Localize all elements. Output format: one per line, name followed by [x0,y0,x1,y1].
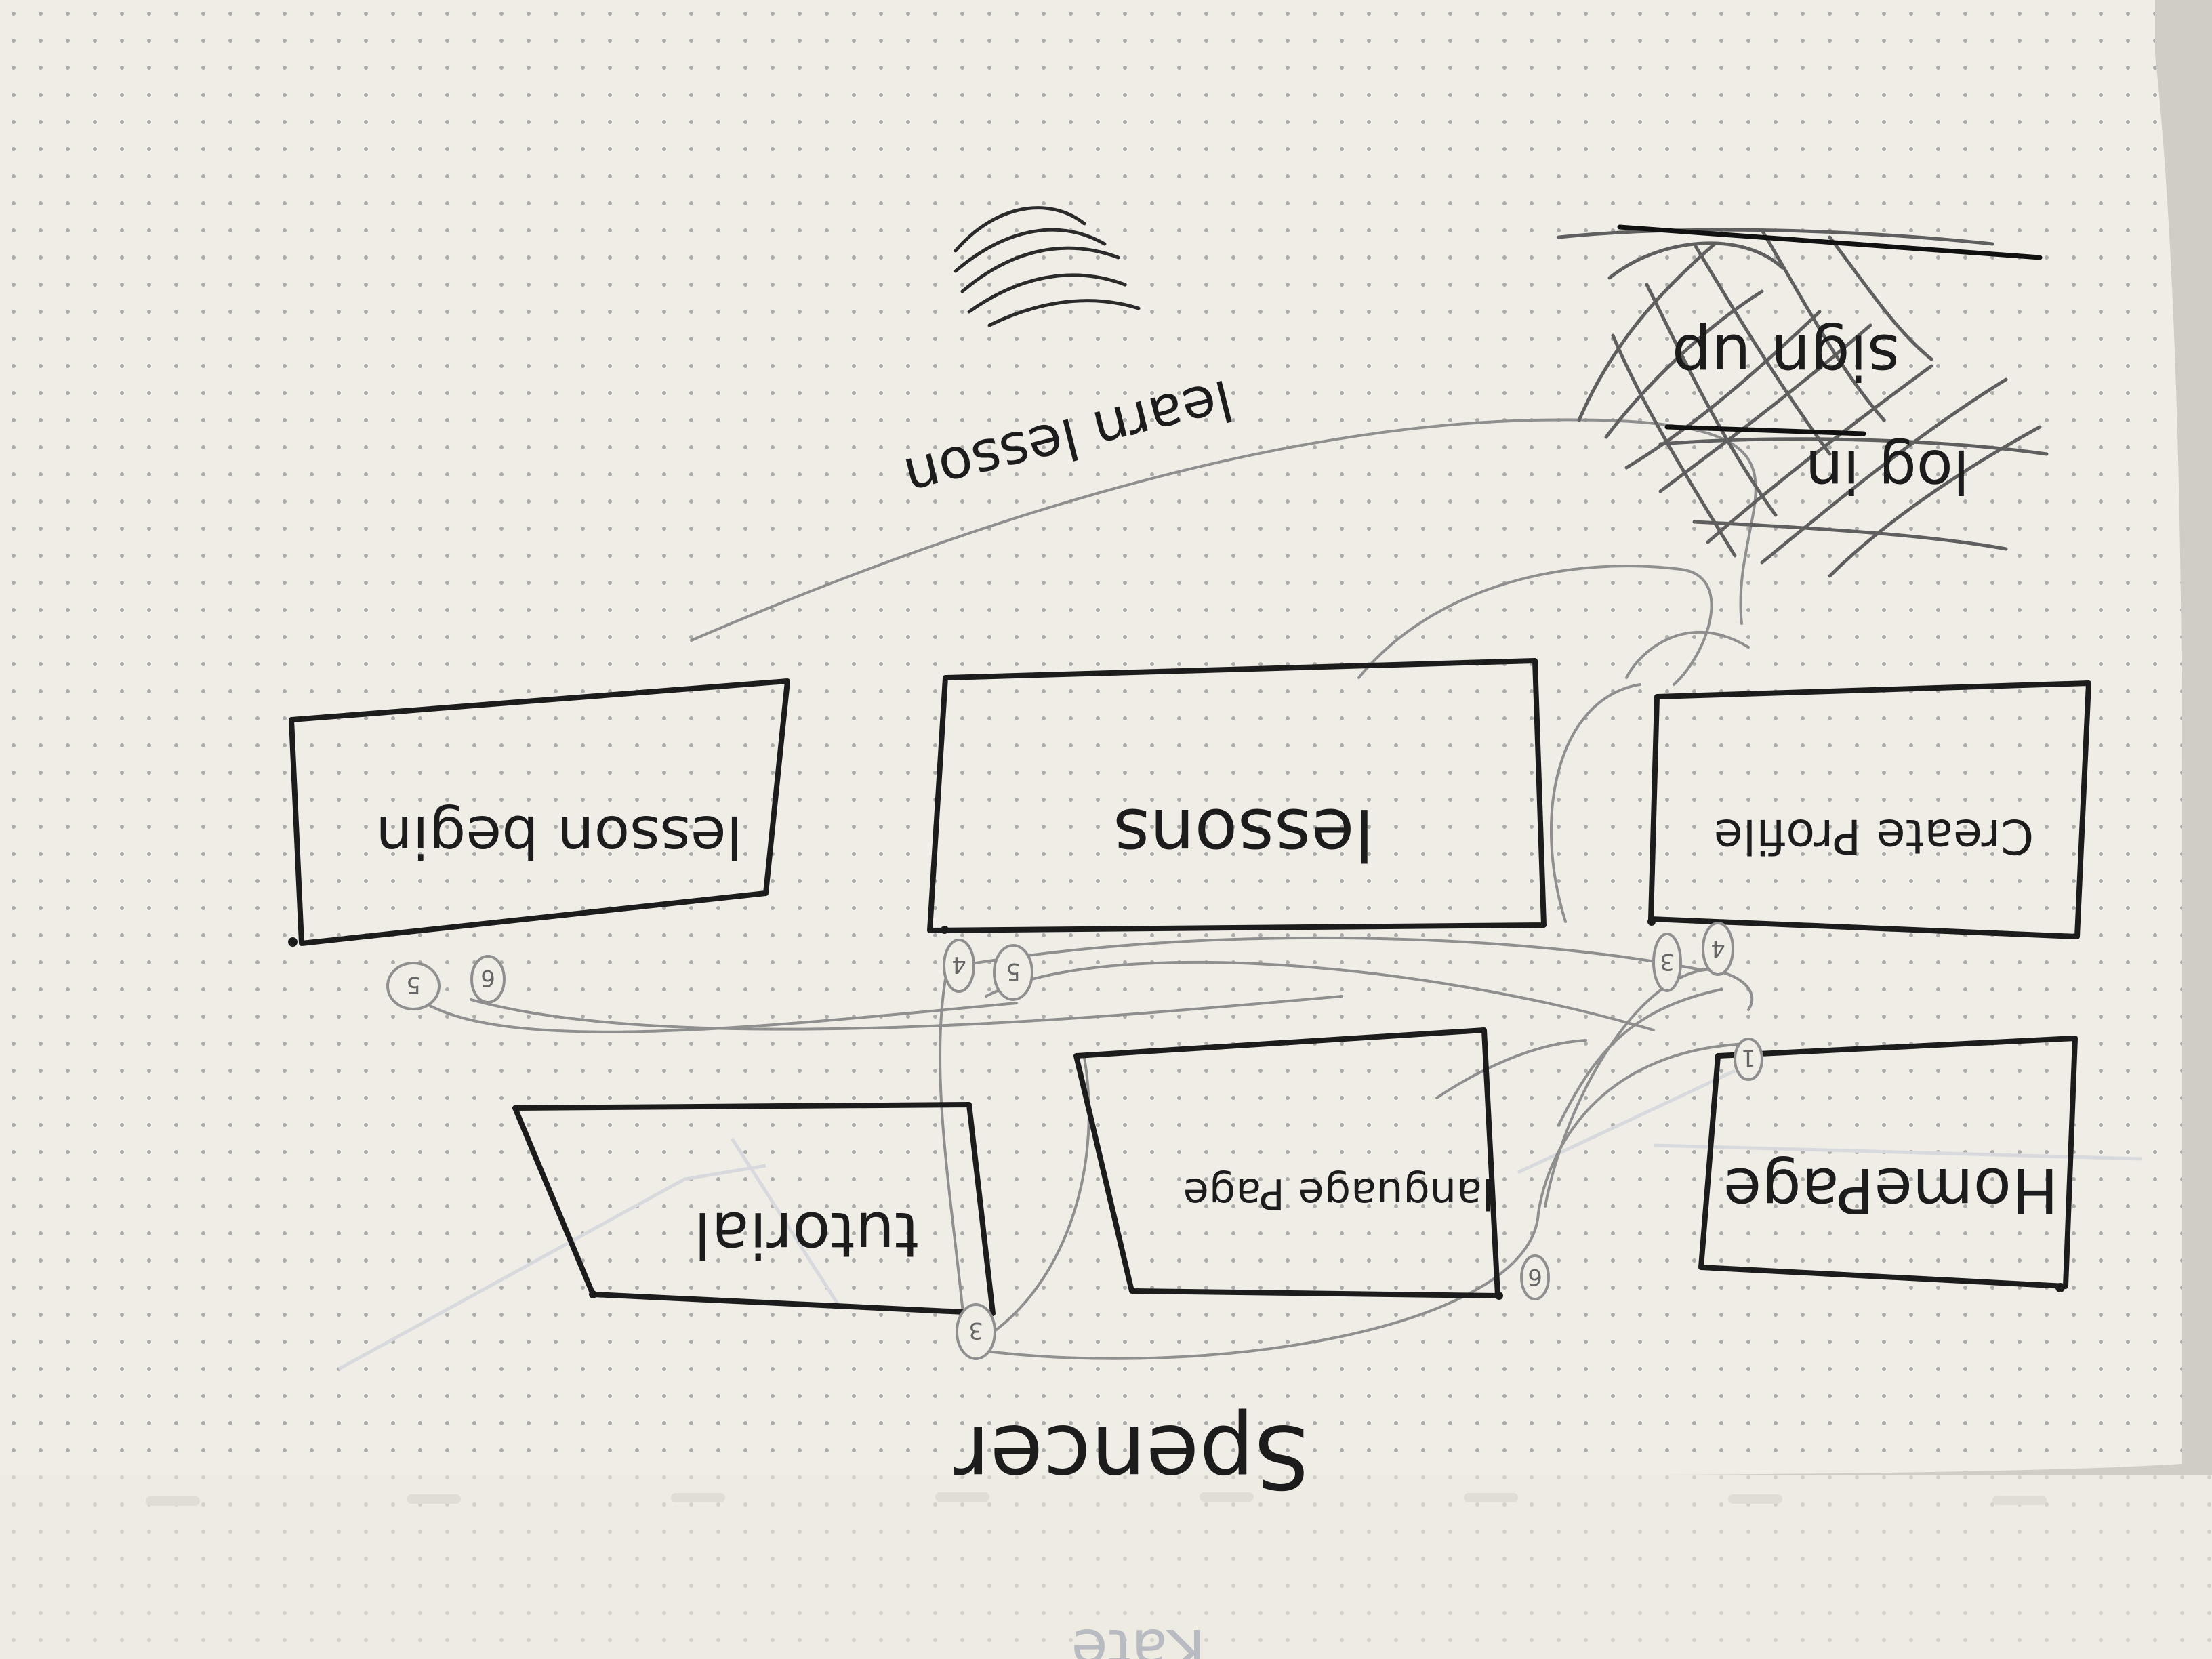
marker-label-1: 1 [1741,1044,1756,1071]
dot-grid [0,0,2182,1475]
ink-dots [288,918,2065,1300]
faint-name-kate: Kate [1071,1616,1206,1659]
label-create-profile: Create Profile [1714,808,2034,864]
label-language-page: language Page [1183,1169,1494,1218]
marker-ovals [386,922,1763,1360]
marker-oval-6 [470,955,506,1004]
box-lesson-begin [289,678,790,946]
marker-label-6: 6 [480,964,495,991]
scribble-login-area [1557,228,2049,578]
login-strike-lines [1617,224,2043,436]
box-lessons [927,658,1547,933]
label-tutorial: tutorial [694,1198,919,1271]
marker-oval-8 [1520,1254,1550,1300]
note-log-in: log in [1805,436,1969,506]
marker-label-5: 4 [951,951,966,978]
note-sign-up: sign up [1672,321,1900,393]
marker-label-8: 6 [1528,1263,1542,1290]
marker-label-9: 3 [968,1317,983,1344]
marker-oval-7 [386,962,441,1010]
crossed-out-header [954,206,1141,327]
label-homepage: HomePage [1723,1154,2058,1227]
box-tutorial [512,1102,996,1316]
label-lessons: lessons [1113,793,1374,876]
label-lesson-begin: lesson begin [375,802,742,870]
marker-oval-2 [1702,922,1734,976]
marker-label-2: 4 [1711,935,1725,962]
marker-label-3: 3 [1660,948,1675,975]
marker-label-7: 5 [406,971,421,998]
box-create-profile [1648,680,2091,939]
binding-stitches [146,1492,2047,1506]
marker-oval-3 [1652,933,1682,992]
lower-page-dots [0,1475,2212,1659]
marker-label-4: 5 [1006,958,1021,985]
show-through-lines [337,1069,2142,1371]
marker-oval-4 [993,944,1033,1001]
marker-oval-1 [1734,1038,1763,1081]
box-homepage [1698,1036,2078,1289]
marker-numbers: 1 4 3 5 4 6 5 6 3 [406,935,1756,1344]
marker-oval-5 [943,939,975,993]
note-author-spencer: Spencer [954,1406,1310,1507]
marker-oval-9 [956,1303,996,1360]
